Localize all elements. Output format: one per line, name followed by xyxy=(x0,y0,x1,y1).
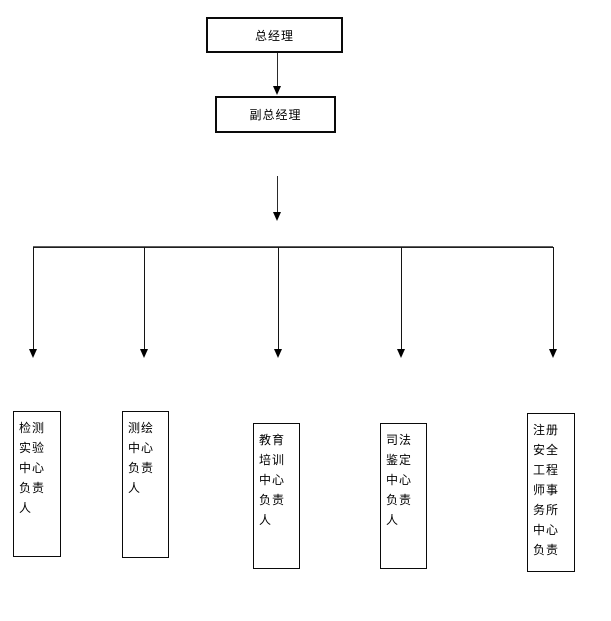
connector-horizontal-bar xyxy=(33,246,553,248)
node-surveying-center: 测绘 中心 负责 人 xyxy=(122,411,169,558)
node-inspection-lab-center: 检测 实验 中心 负责 人 xyxy=(13,411,61,557)
connector-branch-3-line xyxy=(278,247,279,350)
node-registered-safety-engineer-office-center: 注册 安全 工程 师事 务所 中心 负责 xyxy=(527,413,575,572)
connector-branch-5-line xyxy=(553,247,554,350)
arrowhead-down-icon xyxy=(273,86,281,95)
connector-branch-4-line xyxy=(401,247,402,350)
arrowhead-down-icon xyxy=(274,349,282,358)
arrowhead-down-icon xyxy=(397,349,405,358)
arrowhead-down-icon xyxy=(273,212,281,221)
connector-branch-2-line xyxy=(144,247,145,350)
connector-deputy-to-bar-line xyxy=(277,176,278,213)
node-general-manager: 总经理 xyxy=(206,17,343,53)
arrowhead-down-icon xyxy=(549,349,557,358)
node-judicial-authentication-center: 司法 鉴定 中心 负责 人 xyxy=(380,423,427,569)
arrowhead-down-icon xyxy=(29,349,37,358)
node-general-manager-label: 总经理 xyxy=(254,28,294,43)
node-deputy-general-manager-label: 副总经理 xyxy=(249,108,302,122)
node-deputy-general-manager: 副总经理 xyxy=(215,96,336,133)
connector-root-to-deputy-line xyxy=(277,53,278,88)
connector-branch-1-line xyxy=(33,247,34,350)
node-education-training-center: 教育 培训 中心 负责 人 xyxy=(253,423,300,569)
arrowhead-down-icon xyxy=(140,349,148,358)
